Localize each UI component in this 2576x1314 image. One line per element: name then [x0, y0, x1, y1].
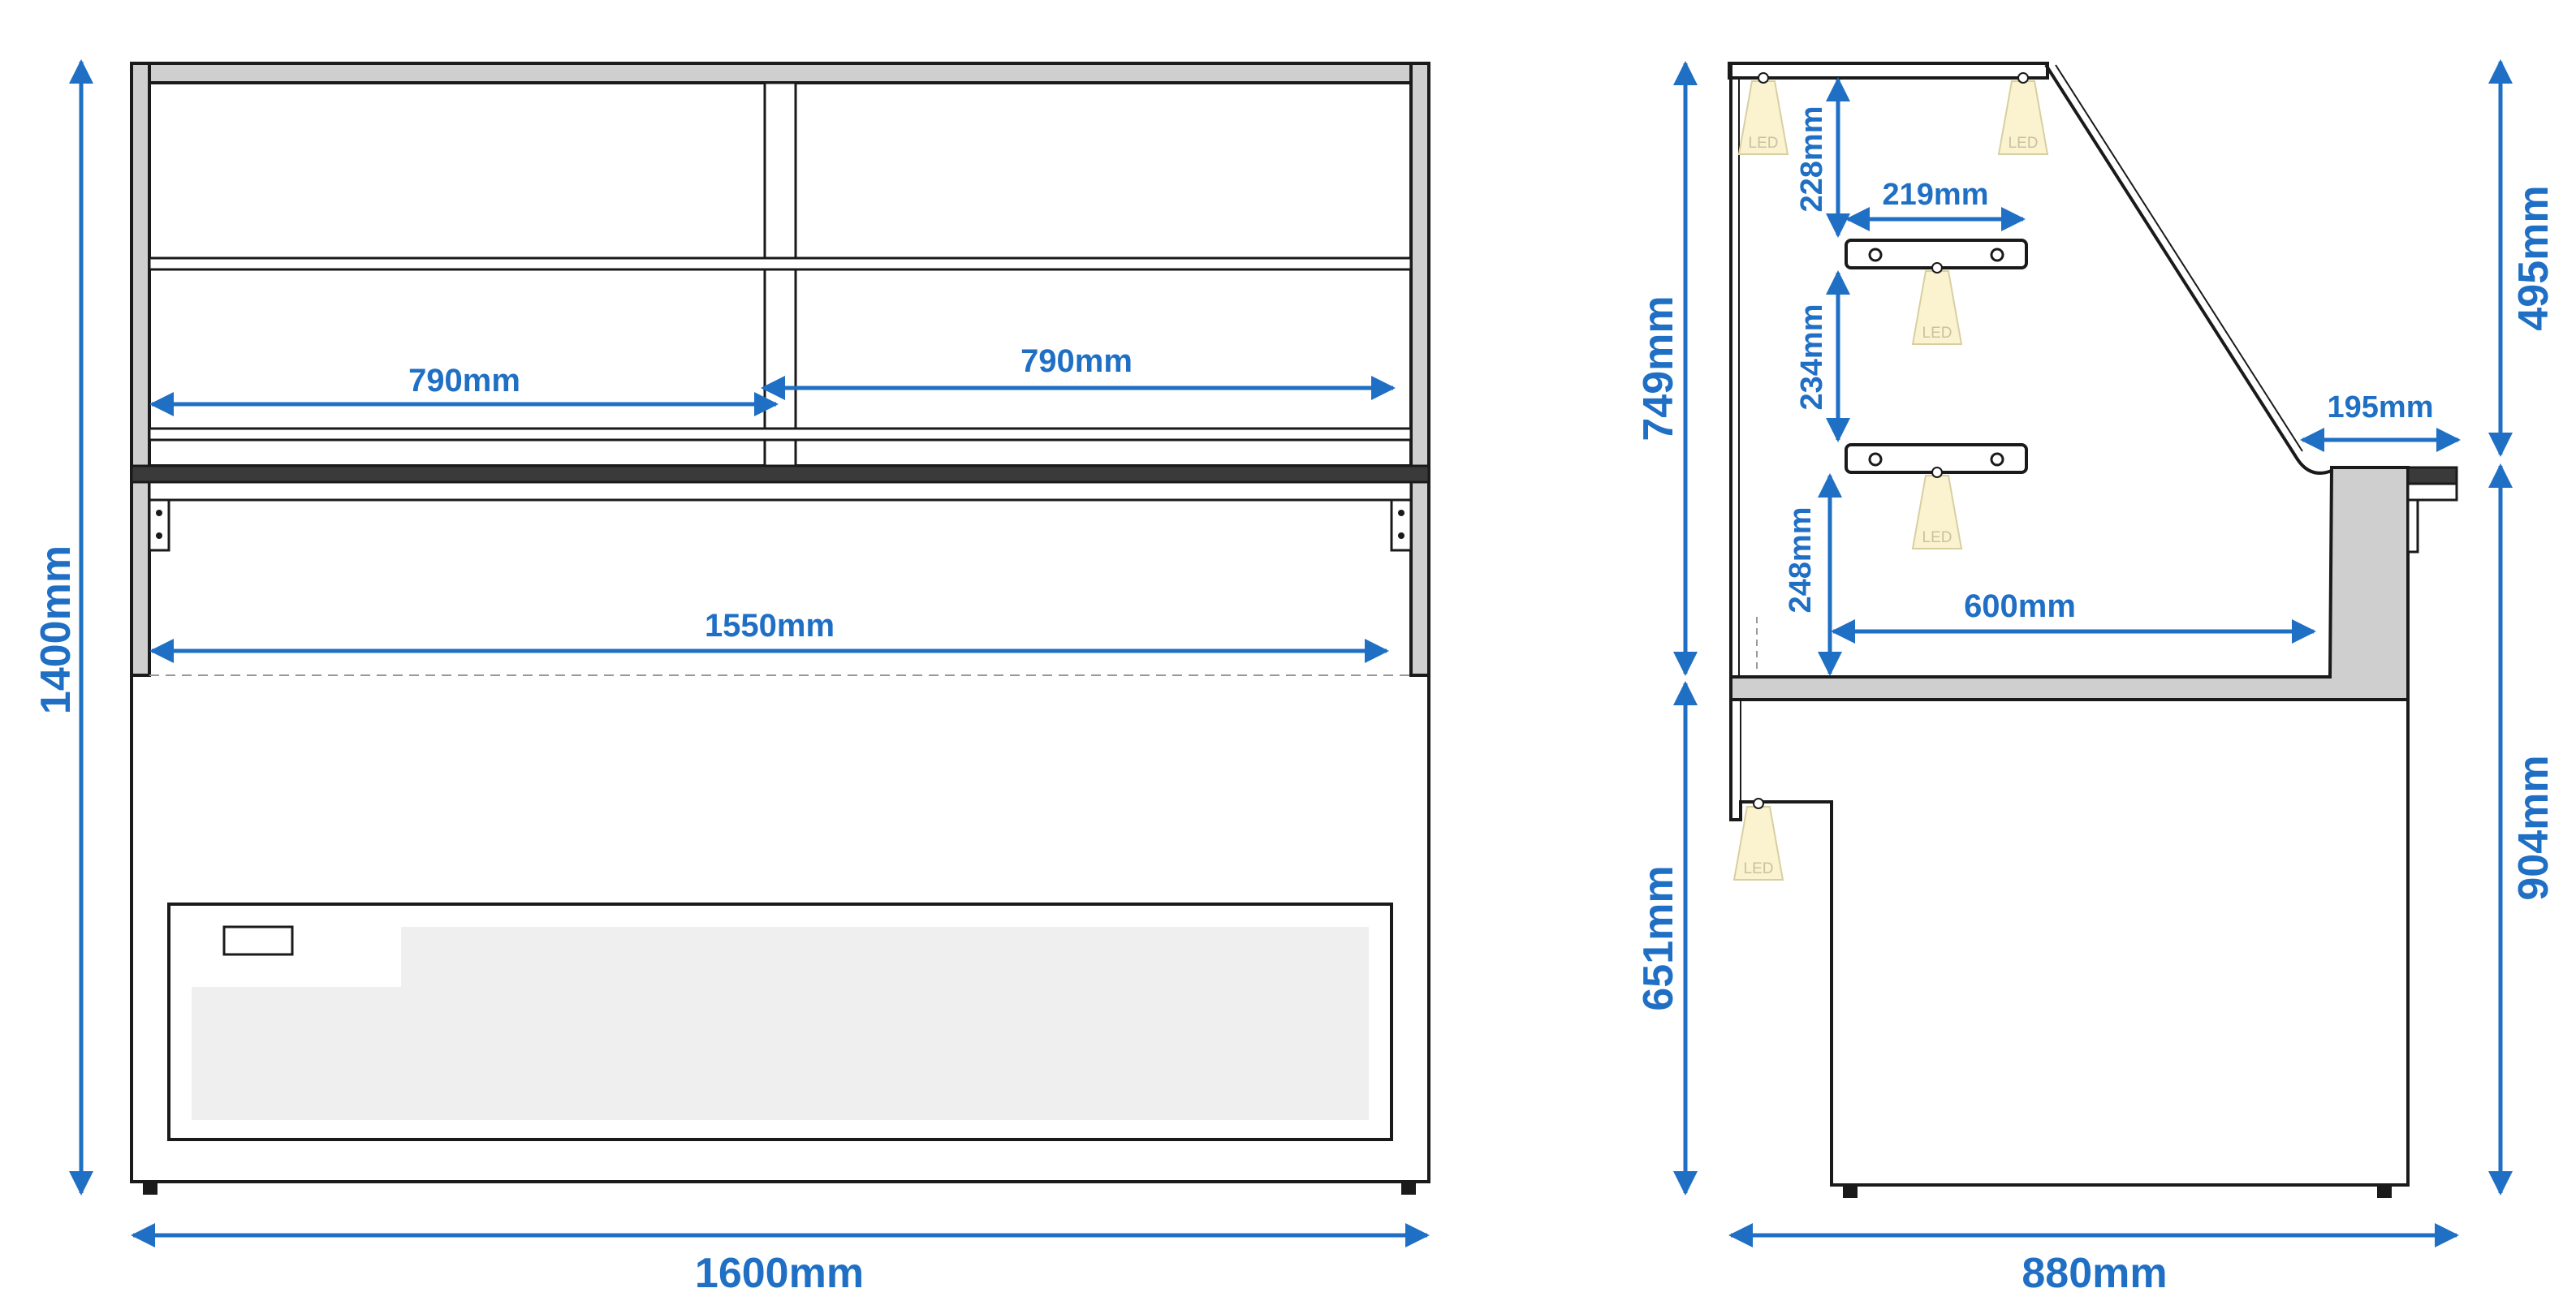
led-light-icon: LED — [1733, 798, 1784, 881]
front-grille-panel — [167, 903, 1393, 1141]
svg-text:LED: LED — [1922, 325, 1952, 342]
led-light-icon: LED — [1912, 262, 1962, 345]
front-counter-strip — [130, 464, 1430, 484]
dim-top-gap: 228mm — [1795, 106, 1829, 213]
dim-shelf-depth: 219mm — [1883, 178, 1989, 212]
dim-lower-height: 651mm — [1635, 865, 1682, 1010]
dim-right-upper-height: 495mm — [2510, 185, 2557, 330]
front-grille-fill — [192, 927, 1369, 1120]
dim-upper-height: 749mm — [1635, 295, 1682, 441]
dim-counter-depth: 195mm — [2328, 390, 2434, 424]
front-right-bracket — [1390, 498, 1413, 552]
led-light-icon: LED — [1998, 72, 2048, 155]
front-right-foot — [1401, 1182, 1416, 1195]
dim-overall-depth: 880mm — [2022, 1250, 2167, 1297]
dim-right-lower-height: 904mm — [2510, 755, 2557, 900]
front-counter-lip — [148, 480, 1413, 502]
side-serving-counter — [2406, 466, 2458, 485]
front-left-foot — [143, 1182, 157, 1195]
dim-shelf-right: 790mm — [1020, 343, 1133, 379]
front-top-frame — [130, 62, 1430, 84]
side-base-cabinet — [1729, 700, 2410, 1187]
dim-interior-width: 1550mm — [705, 608, 835, 644]
dim-shelf-left: 790mm — [408, 363, 520, 399]
led-light-icon: LED — [1738, 72, 1789, 155]
front-left-bracket — [148, 498, 170, 552]
front-control-display — [222, 925, 294, 956]
side-right-foot — [2377, 1185, 2392, 1198]
dim-middle-gap: 234mm — [1795, 304, 1829, 411]
front-lower-shelf — [148, 427, 1413, 442]
dim-overall-height: 1400mm — [32, 545, 80, 714]
led-light-icon: LED — [1912, 467, 1962, 549]
front-left-frame — [130, 62, 151, 677]
front-center-mullion — [763, 81, 797, 467]
svg-text:LED: LED — [1922, 529, 1952, 546]
dim-base-depth: 600mm — [1964, 588, 2076, 624]
side-canopy — [1728, 62, 2049, 80]
front-right-frame — [1409, 62, 1430, 677]
front-view: 790mm 790mm 1550mm 1600mm 1400mm — [32, 59, 1430, 1297]
svg-text:LED: LED — [1744, 860, 1774, 877]
front-upper-shelf — [148, 256, 1413, 271]
side-front-glass — [2044, 63, 2332, 475]
svg-text:LED: LED — [2009, 135, 2039, 152]
side-view: LED LED LED LED LED 228mm 219mm 234mm 24… — [1635, 59, 2557, 1297]
dim-overall-width: 1600mm — [695, 1250, 864, 1297]
side-left-foot — [1843, 1185, 1858, 1198]
dim-bottom-gap: 248mm — [1784, 507, 1818, 614]
side-counter-block — [1729, 466, 2410, 701]
svg-text:LED: LED — [1749, 135, 1779, 152]
